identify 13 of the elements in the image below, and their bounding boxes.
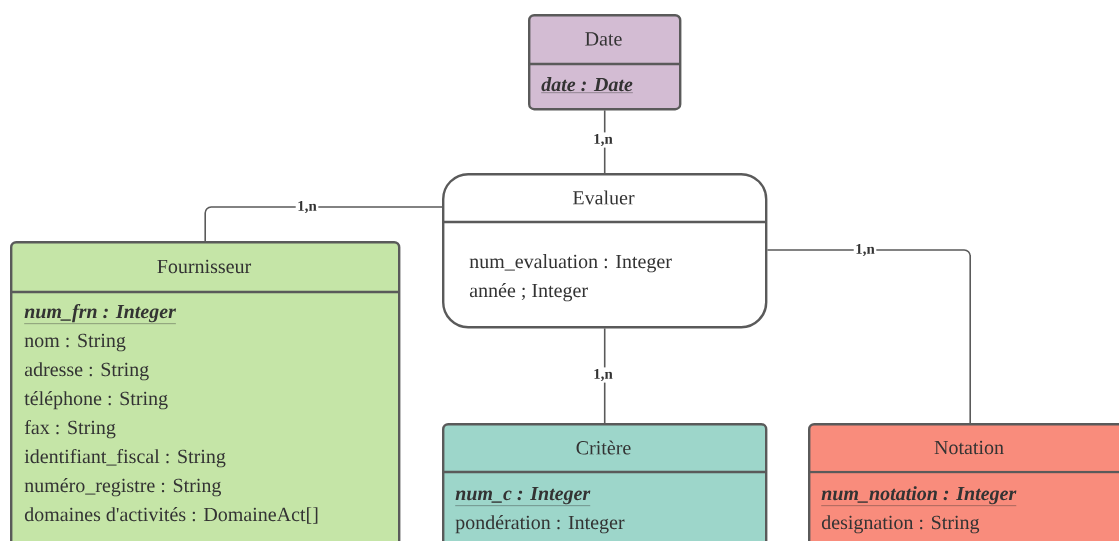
cardinality-label: 1,n (591, 132, 615, 148)
entity-box: Critère num_c : Integer pondération : Integer (442, 423, 768, 541)
entity-box: Date date : Date (528, 14, 682, 111)
connector-line (766, 249, 971, 424)
connector-line (603, 327, 606, 424)
entity-box: Notation num_notation : Integer designation : String (808, 423, 1119, 541)
cardinality-label: 1,n (853, 242, 877, 258)
entity-box: Evaluer num_evaluation : Integer année ; Integer (442, 173, 768, 329)
cardinality-label: 1,n (295, 199, 319, 215)
connector-line (603, 109, 606, 174)
connector-line (204, 206, 443, 242)
entity-box: Fournisseur num_frn : Integer nom : String adresse : String téléphone : String fax : String identifiant_fiscal : String numéro_registre : String domaines d'activités : DomaineAct[] (10, 241, 401, 541)
cardinality-label: 1,n (591, 367, 615, 383)
